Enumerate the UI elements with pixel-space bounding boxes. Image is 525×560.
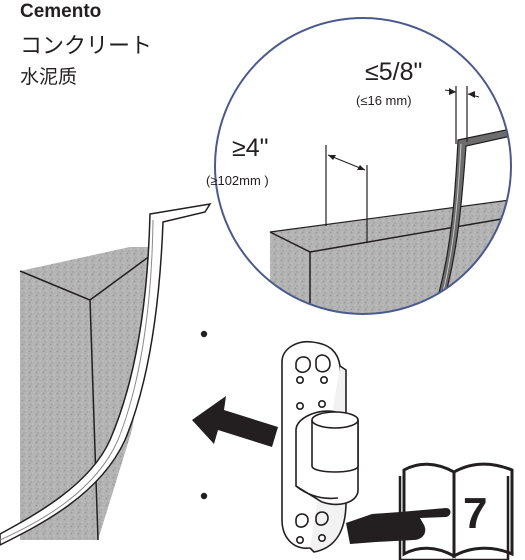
wall-bracket-icon <box>281 340 359 553</box>
page-reference-number: 7 <box>463 489 488 538</box>
material-label-zh: 水泥质 <box>20 66 78 88</box>
max-thickness-inches: ≤5/8" <box>365 58 423 86</box>
panel-sheet <box>0 202 212 546</box>
material-label-es: Cemento <box>20 1 102 22</box>
pointing-hand-icon <box>346 508 451 544</box>
bullet-dot <box>200 330 208 338</box>
min-edge-distance-mm: (≥102mm ) <box>206 173 269 188</box>
material-label-ja: コンクリート <box>20 34 153 59</box>
max-thickness-mm: (≤16 mm) <box>356 93 412 108</box>
bullet-dot <box>200 492 208 500</box>
mount-direction-arrow-icon <box>192 396 278 447</box>
min-edge-distance-inches: ≥4" <box>232 134 269 162</box>
